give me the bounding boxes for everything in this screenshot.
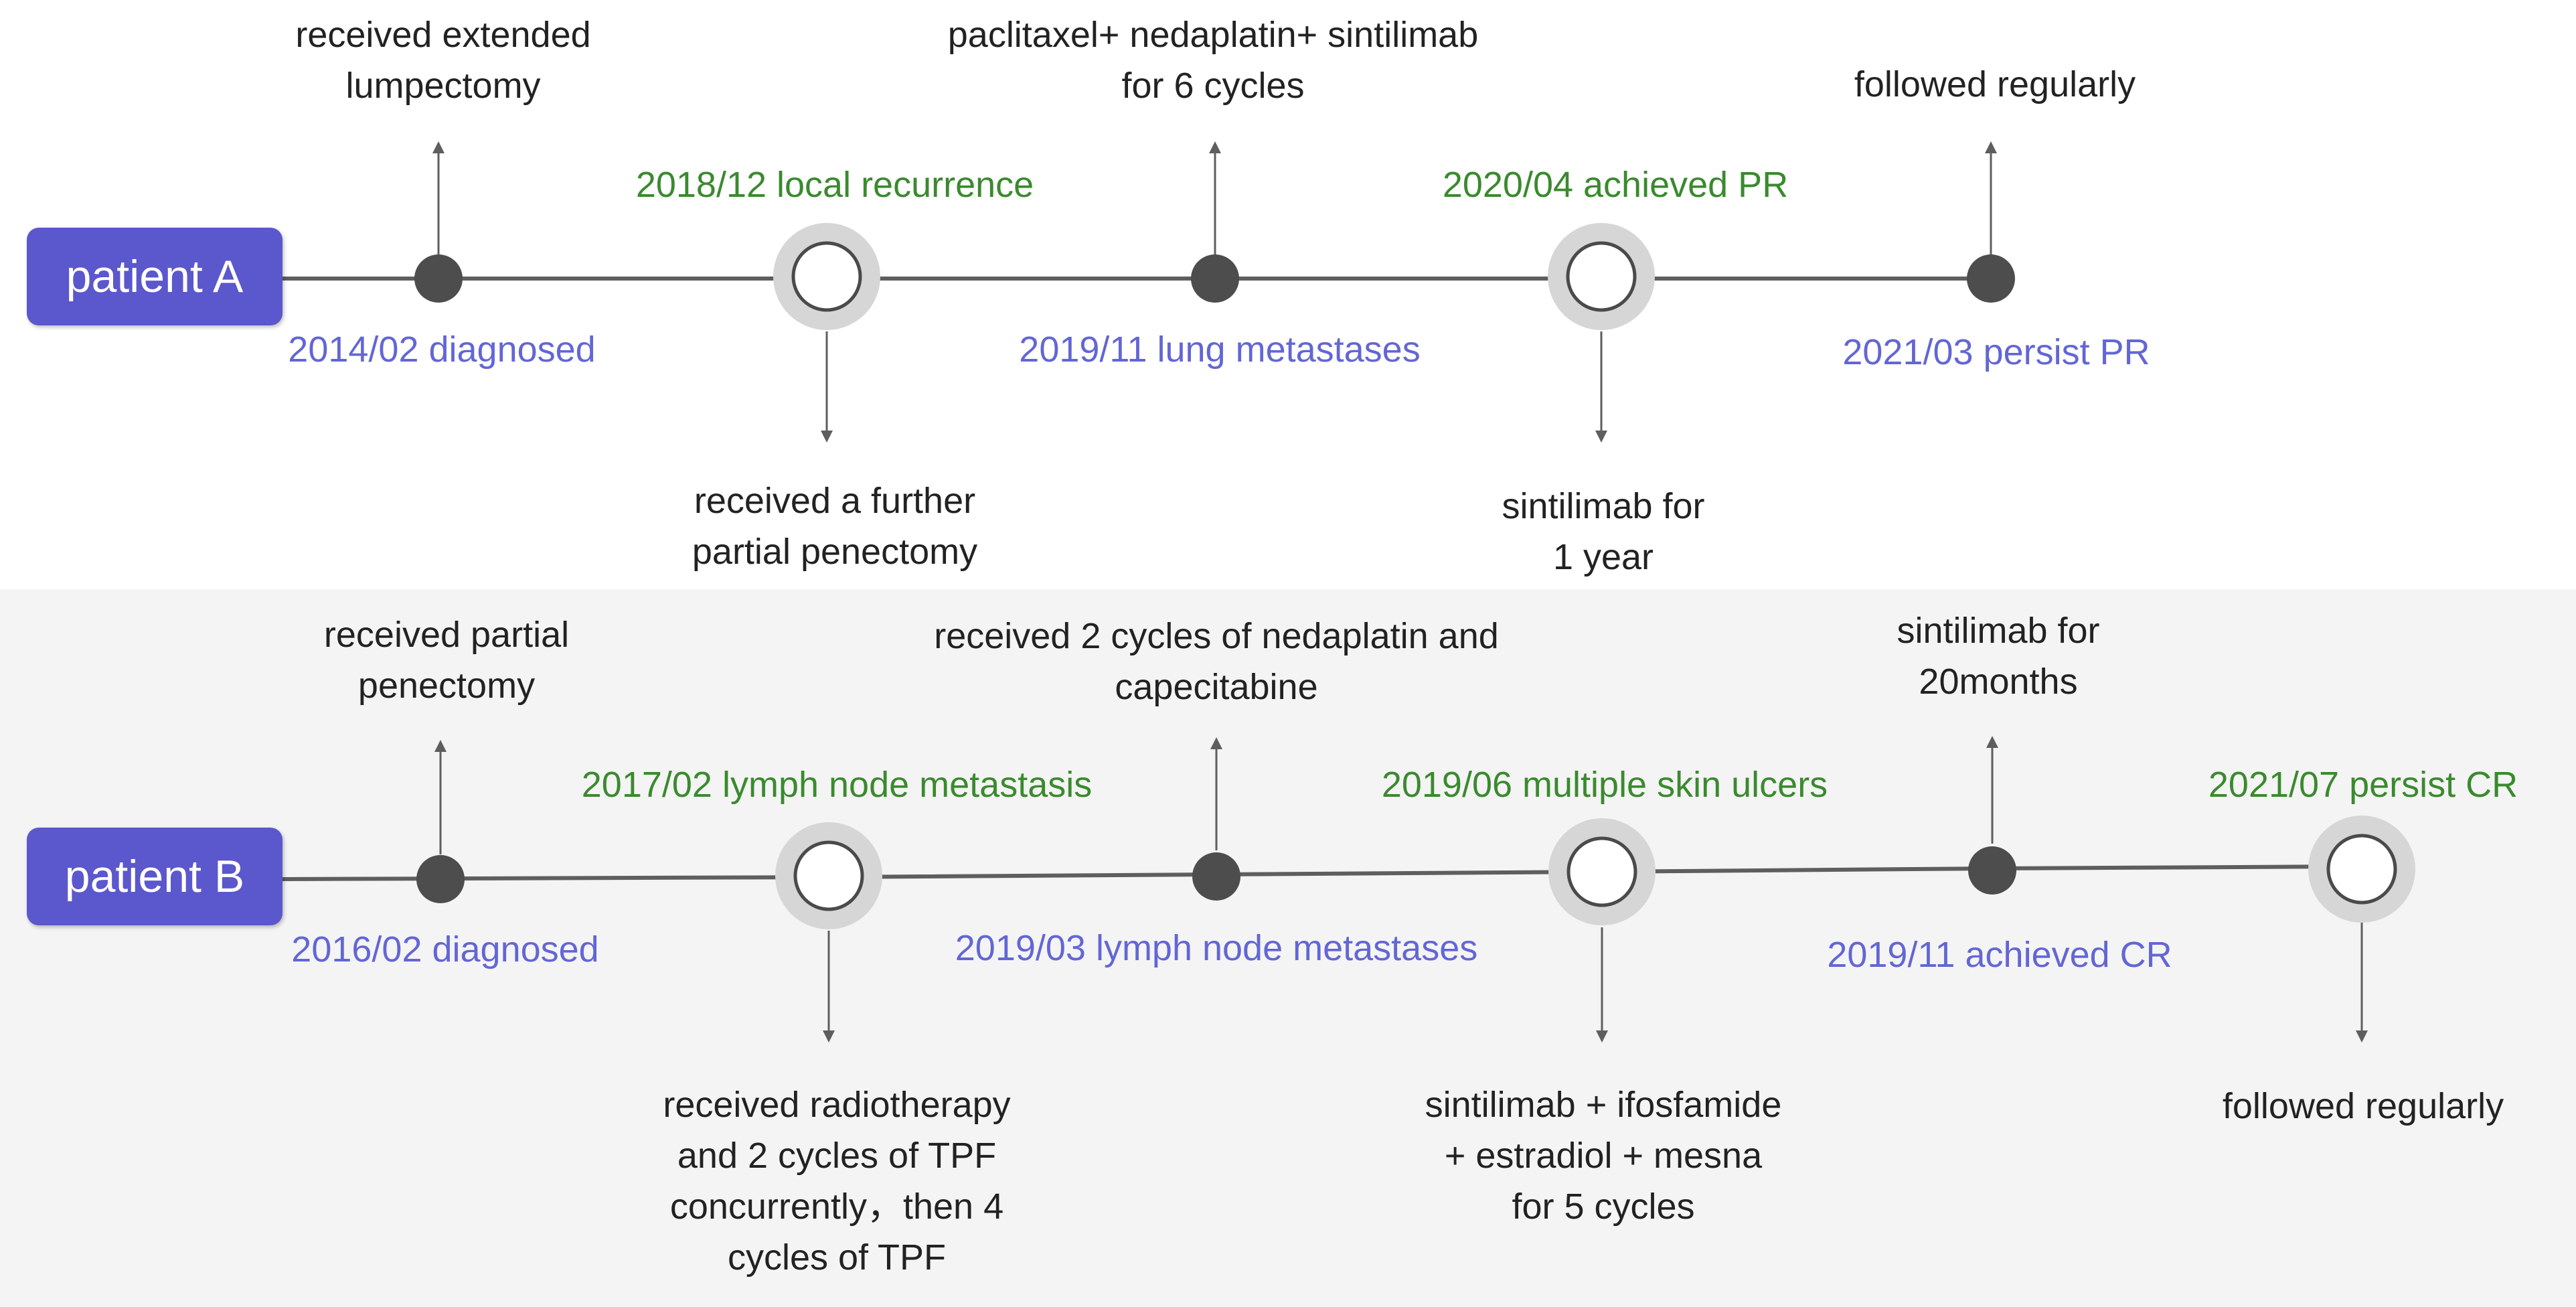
treatment-a-5: followed regularly <box>1854 64 2136 104</box>
ring-b-4-inner <box>1566 836 1637 907</box>
date-b-6: 2021/07 persist CR <box>2208 765 2518 805</box>
treatment-b-5: sintilimab for 20months <box>1897 611 2100 702</box>
timeline-b <box>280 864 2362 881</box>
date-b-5: 2019/11 achieved CR <box>1827 935 2172 975</box>
dot-a-5 <box>1967 254 2015 303</box>
treatment-a-1: received extended lumpectomy <box>295 15 591 106</box>
date-a-4: 2020/04 achieved PR <box>1442 165 1789 205</box>
date-a-5: 2021/03 persist PR <box>1842 332 2150 372</box>
date-b-4: 2019/06 multiple skin ulcers <box>1381 765 1828 805</box>
patient-b-label: patient B <box>27 828 283 925</box>
ring-b-6-inner <box>2326 834 2397 905</box>
treatment-b-1: received partial penectomy <box>323 615 570 706</box>
date-a-1: 2014/02 diagnosed <box>288 329 596 370</box>
ring-a-4-inner <box>1566 241 1637 312</box>
ring-b-2-inner <box>793 840 864 911</box>
treatment-a-2: received a further partial penectomy <box>692 481 978 572</box>
date-b-2: 2017/02 lymph node metastasis <box>581 765 1093 805</box>
dot-a-3 <box>1191 254 1239 303</box>
treatment-b-4: sintilimab + ifosfamide + estradiol + me… <box>1425 1085 1782 1227</box>
dot-a-1 <box>414 254 463 303</box>
treatment-b-6: followed regularly <box>2222 1086 2504 1126</box>
dot-b-5 <box>1968 846 2016 895</box>
patient-b-panel <box>0 589 2576 1307</box>
date-a-2: 2018/12 local recurrence <box>635 165 1034 205</box>
treatment-a-4: sintilimab for 1 year <box>1502 486 1705 577</box>
dot-b-1 <box>416 855 465 903</box>
dot-b-3 <box>1192 852 1240 901</box>
treatment-b-3: received 2 cycles of nedaplatin and cape… <box>934 616 1499 707</box>
date-b-3: 2019/03 lymph node metastases <box>955 928 1478 968</box>
date-b-1: 2016/02 diagnosed <box>291 929 599 970</box>
treatment-a-3: paclitaxel+ nedaplatin+ sintilimab for 6… <box>947 15 1479 106</box>
ring-a-2-inner <box>791 241 862 312</box>
date-a-3: 2019/11 lung metastases <box>1019 329 1421 370</box>
treatment-b-2: received radiotherapy and 2 cycles of TP… <box>663 1085 1011 1278</box>
patient-a-label: patient A <box>27 228 283 325</box>
